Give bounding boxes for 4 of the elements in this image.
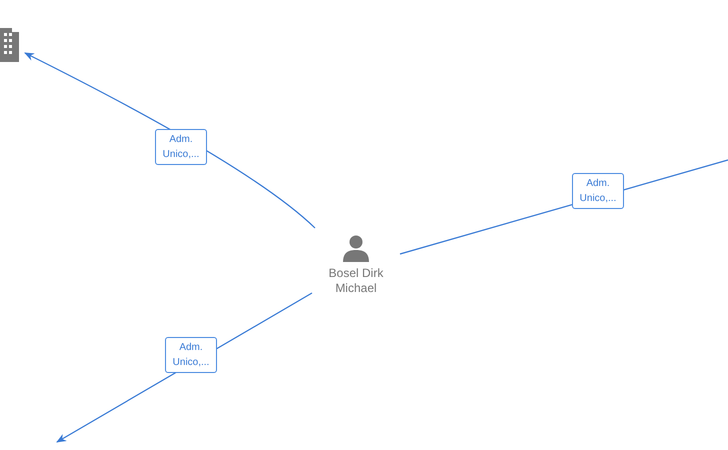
edge-label: Adm. Unico,... — [165, 337, 217, 373]
edge-label: Adm. Unico,... — [572, 173, 624, 209]
person-name: Bosel Dirk Michael — [328, 266, 384, 296]
edge-label: Adm. Unico,... — [155, 129, 207, 165]
